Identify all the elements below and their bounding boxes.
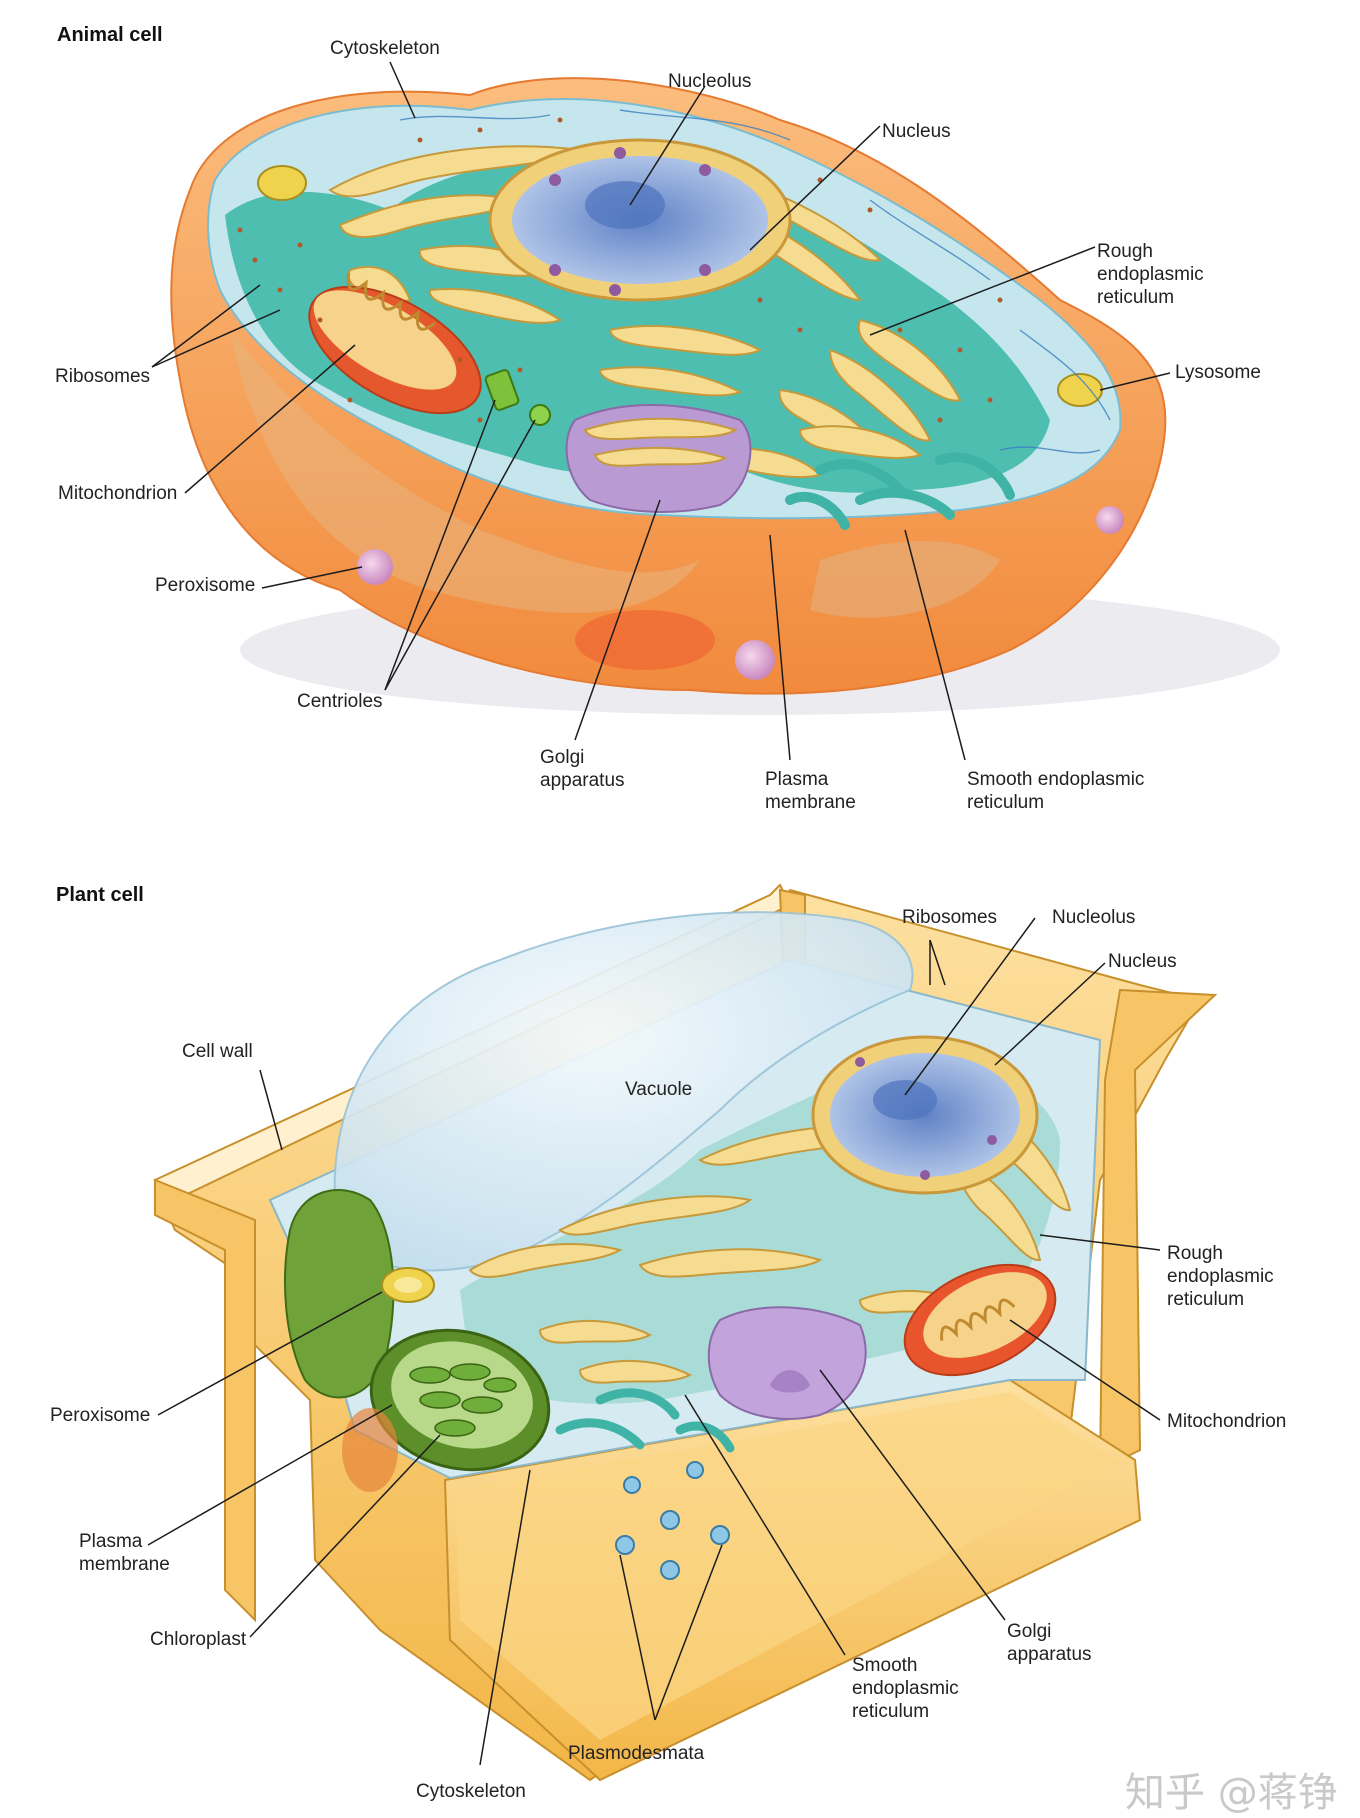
plant-label-vacuole: Vacuole: [625, 1079, 693, 1100]
animal-label-nucleolus: Nucleolus: [668, 71, 752, 92]
plant-cell-wall-front-inner: [455, 1392, 1120, 1740]
plant-label-ribosomes: Ribosomes: [902, 907, 998, 928]
animal-peroxisome: [357, 549, 393, 585]
animal-label-ribosomes: Ribosomes: [55, 366, 151, 387]
animal-label-nucleus: Nucleus: [882, 121, 951, 142]
plant-label-golgi: Golgi apparatus: [1007, 1621, 1092, 1665]
animal-label-rough-er: Rough endoplasmic reticulum: [1097, 241, 1204, 308]
animal-label-peroxisome: Peroxisome: [155, 575, 256, 596]
plant-leader-lines: [147, 917, 1161, 1766]
plant-label-nucleolus: Nucleolus: [1052, 907, 1136, 928]
animal-label-centrioles: Centrioles: [297, 691, 383, 712]
plant-label-plasma-membrane: Plasma membrane: [79, 1531, 170, 1575]
plant-smooth-er: [555, 1388, 735, 1453]
animal-label-golgi: Golgi apparatus: [540, 747, 625, 791]
plant-nuclear-pores: [855, 1057, 997, 1180]
plant-chloroplast-thylakoids: [409, 1363, 517, 1437]
animal-label-mitochondrion: Mitochondrion: [58, 483, 178, 504]
plant-label-chloroplast: Chloroplast: [150, 1629, 247, 1650]
animal-smooth-er: [785, 452, 1015, 530]
plant-label-plasmodesmata: Plasmodesmata: [568, 1743, 705, 1764]
animal-centriole-1: [484, 369, 520, 411]
animal-golgi-cisternae: [583, 417, 738, 467]
watermark: 知乎 @蒋铮: [1125, 1770, 1338, 1816]
plant-golgi: [707, 1306, 867, 1420]
animal-ribosome-dots: [237, 117, 1003, 423]
plant-nucleolus: [873, 1080, 937, 1120]
plant-cell-wall-post-left: [154, 1178, 256, 1623]
animal-cell-lower-shading-2: [810, 541, 1000, 618]
plant-label-mitochondrion: Mitochondrion: [1167, 1411, 1287, 1432]
plant-label-peroxisome: Peroxisome: [50, 1405, 151, 1426]
animal-label-plasma-membrane: Plasma membrane: [765, 769, 856, 813]
plant-label-cytoskeleton: Cytoskeleton: [416, 1781, 526, 1802]
plant-label-cell-wall: Cell wall: [182, 1041, 253, 1062]
animal-label-lysosome: Lysosome: [1175, 362, 1261, 383]
plant-label-rough-er: Rough endoplasmic reticulum: [1167, 1243, 1274, 1310]
animal-cell-title: Animal cell: [57, 24, 163, 46]
animal-leader-lines: [151, 61, 1171, 761]
plant-cell-title: Plant cell: [56, 884, 144, 906]
animal-label-smooth-er: Smooth endoplasmic reticulum: [967, 769, 1145, 813]
animal-mitochondrion-2: [575, 610, 715, 670]
plant-er-sacs: [468, 1108, 1072, 1384]
plant-label-nucleus: Nucleus: [1108, 951, 1177, 972]
animal-cell-lower-shading: [230, 330, 700, 613]
animal-label-cytoskeleton: Cytoskeleton: [330, 38, 440, 59]
animal-centriole-2: [529, 404, 551, 426]
plant-cell-illustration: [147, 883, 1218, 1782]
plant-label-smooth-er: Smooth endoplasmic reticulum: [852, 1655, 959, 1722]
animal-nuclear-pores: [549, 147, 711, 296]
animal-nucleolus: [585, 181, 665, 229]
plant-plasmodesmata: [615, 1461, 730, 1580]
animal-cytoskeleton-fibers: [399, 109, 1111, 454]
plant-cell-wall-post-right: [1098, 988, 1218, 1472]
animal-cell-illustration: [151, 61, 1280, 761]
animal-vesicle-top: [257, 165, 307, 201]
